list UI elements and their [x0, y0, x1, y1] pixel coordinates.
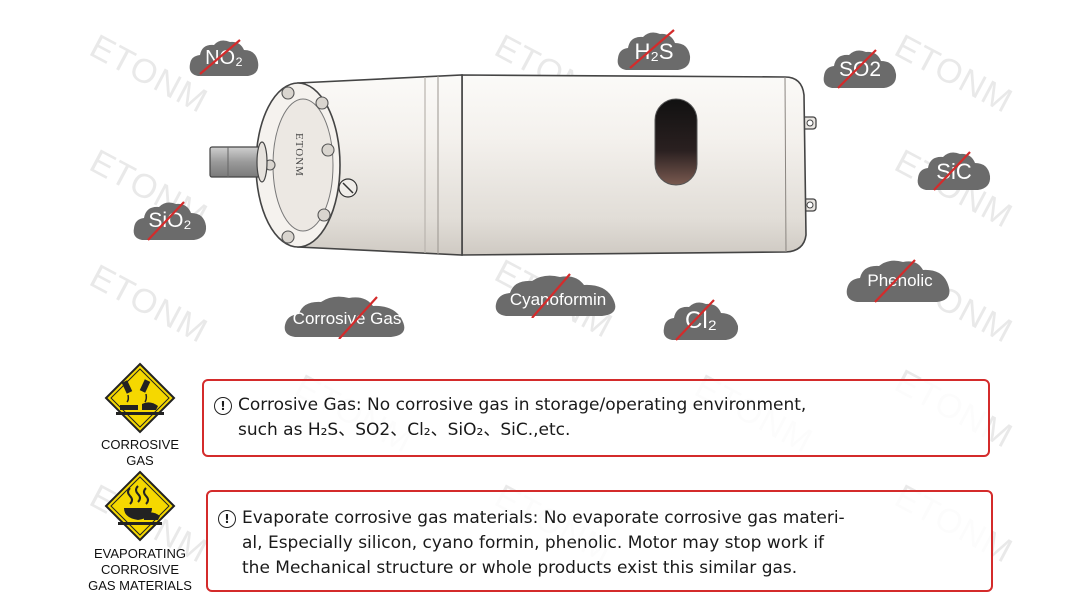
cloud-corrosive-gas: Corrosive Gas [283, 293, 411, 339]
notice-text: Evaporate corrosive gas materials: No ev… [242, 506, 977, 581]
cloud-shape-icon [284, 296, 405, 337]
notice-line: Evaporate corrosive gas materials: No ev… [242, 508, 845, 528]
warning-circle-icon: ! [218, 510, 236, 528]
dc-gear-motor-illustration: ETONM [209, 74, 817, 256]
hazard-label-line: CORROSIVE [100, 562, 179, 577]
prohibition-slash-icon [874, 259, 916, 303]
prohibition-slash-icon [338, 296, 378, 339]
cloud-label: Cl₂ [685, 307, 717, 334]
cloud-sio2: SiO₂ [132, 198, 208, 242]
motor-brand-text: ETONM [293, 133, 305, 177]
prohibition-slash-icon [675, 299, 715, 341]
hazard-label-line: GAS MATERIALS [88, 578, 192, 593]
cloud-shape-icon [663, 302, 739, 340]
corrosive-hazard-icon [104, 362, 176, 434]
cloud-cl2: Cl₂ [662, 298, 740, 342]
notice-line: al, Especially silicon, cyano formin, ph… [242, 533, 825, 553]
hazard-label-line: EVAPORATING [94, 546, 186, 561]
watermark: ETONM [83, 257, 214, 351]
cloud-label: Cyanoformin [509, 290, 607, 309]
evaporating-corrosive-gas-materials-label: EVAPORATING CORROSIVE GAS MATERIALS [70, 546, 210, 594]
cloud-label: Phenolic [867, 271, 933, 290]
warning-circle-icon: ! [214, 397, 232, 415]
cloud-shape-icon [495, 275, 616, 316]
cloud-label: Corrosive Gas [292, 309, 402, 328]
cloud-shape-icon [617, 32, 691, 70]
cloud-label: NO₂ [205, 47, 243, 69]
cloud-phenolic: Phenolic [845, 256, 955, 304]
cloud-cyanoformin: Cyanoformin [494, 272, 622, 318]
notice-line: the Mechanical structure or whole produc… [242, 558, 798, 578]
evaporating-corrosive-hazard-icon [104, 470, 176, 542]
cloud-label: SiO₂ [148, 209, 192, 232]
evaporate-materials-notice-box: ! Evaporate corrosive gas materials: No … [206, 490, 993, 592]
prohibition-slash-icon [531, 273, 571, 318]
notice-text: Corrosive Gas: No corrosive gas in stora… [238, 393, 974, 443]
cloud-sic: SiC [916, 148, 992, 192]
prohibition-slash-icon [933, 151, 971, 191]
prohibition-slash-icon [199, 39, 241, 75]
cloud-shape-icon [823, 50, 897, 88]
cloud-shape-icon [917, 152, 991, 190]
cloud-so2: SO2 [822, 46, 898, 90]
watermark: ETONM [888, 27, 1019, 121]
prohibition-slash-icon [837, 49, 877, 89]
corrosive-gas-label: CORROSIVE GAS [70, 437, 210, 469]
notice-line: Corrosive Gas: No corrosive gas in stora… [238, 395, 807, 415]
prohibition-slash-icon [629, 29, 675, 69]
notice-line: such as H₂S、SO2、Cl₂、SiO₂、SiC.,etc. [238, 420, 571, 440]
corrosive-gas-notice-box: ! Corrosive Gas: No corrosive gas in sto… [202, 379, 990, 457]
hazard-label-line: CORROSIVE [100, 437, 179, 452]
cloud-shape-icon [133, 202, 207, 240]
hazard-label-line: GAS [126, 453, 154, 468]
prohibition-slash-icon [147, 201, 185, 241]
cloud-no2: NO₂ [188, 36, 260, 78]
cloud-h2s: H₂S [616, 28, 692, 72]
cloud-shape-icon [846, 260, 950, 302]
